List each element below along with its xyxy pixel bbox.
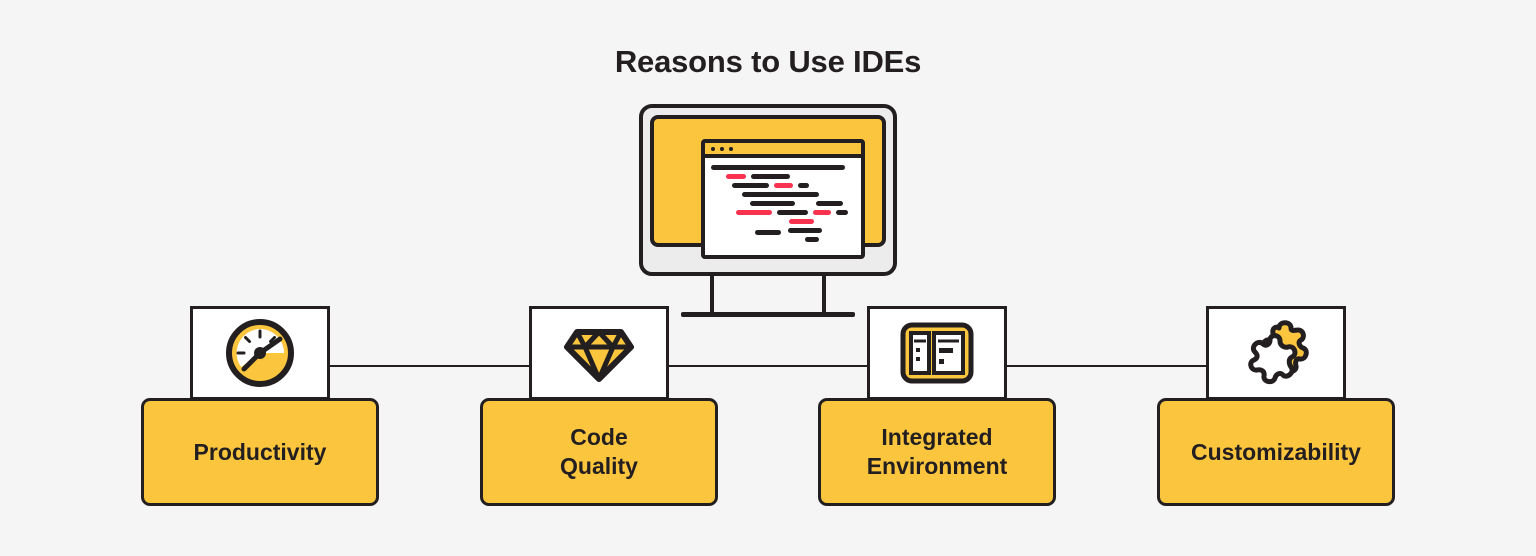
monitor-stand-foot [681,312,855,317]
label-box-integrated-environment: Integrated Environment [818,398,1056,506]
node-customizability[interactable]: Customizability [1157,306,1395,506]
code-line [711,183,855,188]
window-dot-icon [729,146,733,151]
monitor-stand-leg [822,274,826,316]
code-line [711,192,855,197]
code-line [711,219,855,224]
code-line [711,210,855,215]
node-label: Integrated Environment [866,424,1008,479]
speedometer-icon [226,319,294,387]
label-box-code-quality: Code Quality [480,398,718,506]
window-dot-icon [720,146,724,151]
icon-card-productivity [190,306,330,400]
code-line [711,165,855,170]
window-dot-icon [711,146,715,151]
node-integrated-environment[interactable]: Integrated Environment [818,306,1056,506]
monitor-screen [650,115,886,259]
monitor-notch [755,230,781,235]
puzzle-pieces-icon [1248,320,1309,385]
code-editor-window [701,139,865,259]
icon-card-customizability [1206,306,1346,400]
page-title: Reasons to Use IDEs [614,44,922,79]
split-pane-window-icon [900,322,974,384]
code-line [711,228,855,233]
code-line [711,237,855,242]
icon-card-code-quality [529,306,669,400]
node-code-quality[interactable]: Code Quality [480,306,718,506]
monitor-stand-leg [710,274,714,316]
diamond-icon [564,329,634,382]
label-box-productivity: Productivity [141,398,379,506]
node-label: Productivity [193,438,327,465]
node-label: Customizability [1191,438,1361,465]
code-line [711,201,855,206]
label-box-customizability: Customizability [1157,398,1395,506]
node-label: Code Quality [560,424,638,479]
code-line [711,174,855,179]
node-productivity[interactable]: Productivity [141,306,379,506]
connector-line [260,365,1276,367]
monitor-stand [639,274,897,320]
monitor-code-editor-illustration [639,104,897,276]
code-lines [705,158,861,250]
icon-card-integrated-environment [867,306,1007,400]
code-window-titlebar [705,143,861,158]
